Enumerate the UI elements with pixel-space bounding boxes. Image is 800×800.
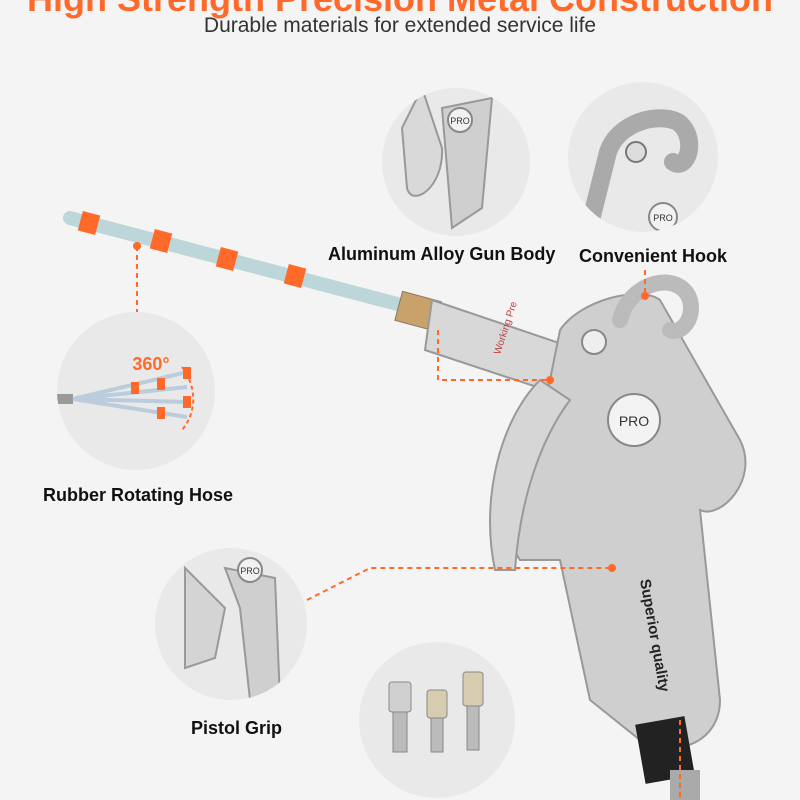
hose-band — [215, 247, 239, 271]
callout-dot-grip — [608, 564, 616, 572]
callout-dot-gun-body — [546, 376, 554, 384]
rotating-hose-icon: 360° — [57, 354, 195, 431]
gun-hook — [612, 274, 699, 339]
hose-band — [77, 211, 101, 235]
pistol-grip-closeup-icon: PRO — [184, 557, 282, 700]
pro-badge — [607, 393, 661, 447]
callout-line-gun-body — [437, 330, 550, 381]
label-gun-body: Aluminum Alloy Gun Body — [328, 244, 556, 264]
rotation-badge-text: 360° — [132, 354, 169, 374]
detail-circle-hose: 360° — [57, 312, 215, 470]
detail-circle-connectors — [359, 642, 515, 798]
pro-badge-text: PRO — [240, 566, 260, 576]
air-connectors-icon — [388, 671, 484, 753]
pivot-pin — [581, 329, 607, 355]
label-hook: Convenient Hook — [579, 246, 728, 266]
headline: High Strength Precision Metal Constructi… — [0, 0, 800, 20]
detail-circle-grip: PRO — [155, 548, 307, 700]
hose-band — [149, 229, 173, 253]
callout-dot-hook — [641, 292, 649, 300]
detail-circle-gun-body: PRO — [382, 88, 530, 236]
pro-badge-text: PRO — [619, 413, 649, 429]
subtitle: Durable materials for extended service l… — [203, 14, 597, 37]
hose-band — [283, 264, 307, 288]
gun-body-closeup-icon: PRO — [400, 88, 494, 230]
detail-circle-hook: PRO — [568, 82, 718, 232]
callout-dot-hose — [133, 242, 141, 250]
gun-trigger — [489, 378, 572, 571]
pro-badge-text: PRO — [653, 213, 673, 223]
bottom-hose — [670, 770, 700, 800]
pro-badge-text: PRO — [450, 116, 470, 126]
hose-tube — [63, 211, 412, 313]
label-hose: Rubber Rotating Hose — [43, 485, 234, 505]
label-grip: Pistol Grip — [191, 718, 283, 738]
